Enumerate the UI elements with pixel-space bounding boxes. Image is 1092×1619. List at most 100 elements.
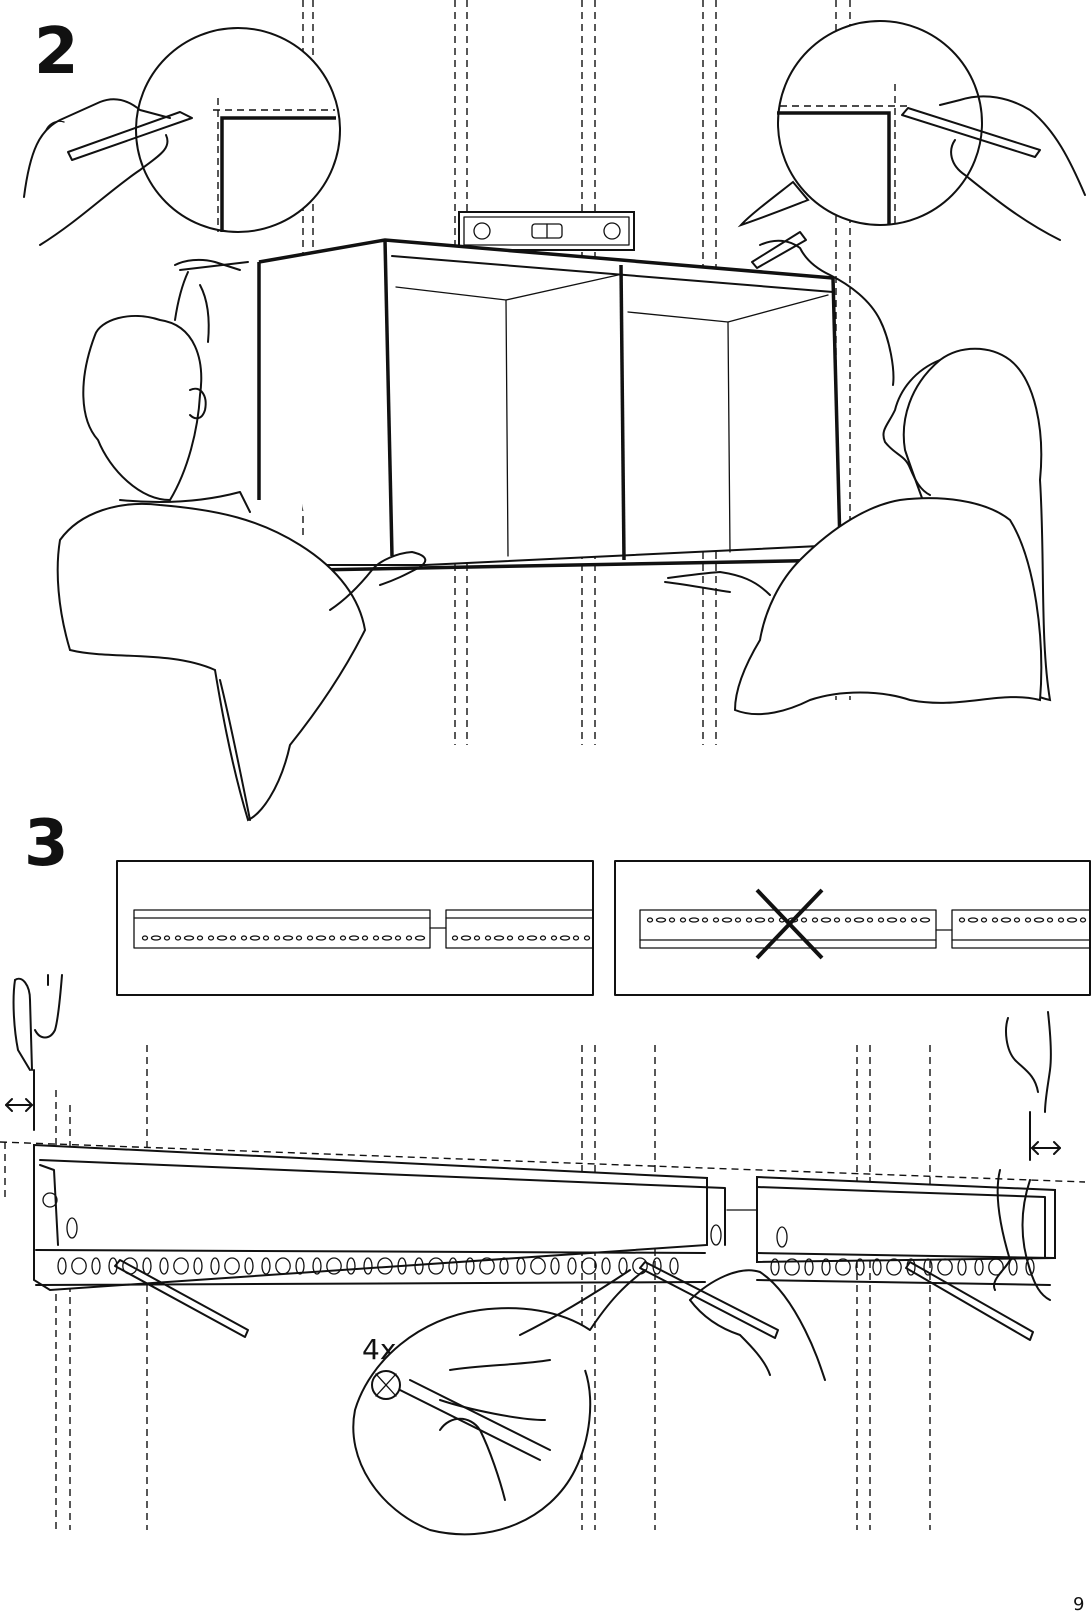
suspension-rail-left bbox=[34, 1145, 725, 1290]
rail-hole bbox=[868, 918, 873, 922]
rail-hole bbox=[475, 936, 480, 940]
rail-hole bbox=[747, 918, 752, 922]
rail-hole bbox=[982, 918, 987, 922]
rail-hole bbox=[901, 918, 906, 922]
rail-hole bbox=[519, 936, 524, 940]
rail-hole bbox=[582, 1258, 596, 1274]
rail-hole bbox=[1002, 918, 1011, 922]
rail-hole bbox=[670, 1258, 678, 1274]
wall-cabinet bbox=[259, 240, 840, 570]
rail-hole bbox=[1068, 918, 1077, 922]
rail-hole bbox=[938, 1259, 952, 1275]
rail-hole bbox=[176, 936, 181, 940]
right-detail-circle bbox=[741, 21, 1085, 240]
rail-hole bbox=[407, 936, 412, 940]
rail-hole bbox=[846, 918, 851, 922]
rail-hole bbox=[921, 918, 930, 922]
rail-hole bbox=[690, 918, 699, 922]
step-3-illustration bbox=[0, 861, 1090, 1534]
rail-hole bbox=[528, 936, 537, 940]
rail-hole bbox=[723, 918, 732, 922]
rail-hole bbox=[912, 918, 917, 922]
rail-hole bbox=[960, 918, 965, 922]
rail-hole bbox=[993, 918, 998, 922]
rail-hole bbox=[802, 918, 807, 922]
rail-hole bbox=[341, 936, 346, 940]
double-arrow-icon bbox=[1032, 1142, 1060, 1154]
rail-hole bbox=[813, 918, 818, 922]
rail-hole bbox=[1015, 918, 1020, 922]
rail-hole bbox=[486, 936, 491, 940]
rail-hole bbox=[835, 918, 840, 922]
rail-hole bbox=[958, 1259, 966, 1275]
rail-hole bbox=[756, 918, 765, 922]
rail-hole bbox=[500, 1258, 508, 1274]
rail-hole bbox=[416, 936, 425, 940]
rail-hole bbox=[769, 918, 774, 922]
rail-hole bbox=[363, 936, 368, 940]
rail-hole bbox=[969, 918, 978, 922]
rail-hole bbox=[453, 936, 458, 940]
rail-hole bbox=[681, 918, 686, 922]
rail-hole bbox=[585, 936, 590, 940]
rail-hole bbox=[251, 936, 260, 940]
hole-detail-circle bbox=[353, 1270, 645, 1534]
rail-hole bbox=[143, 936, 148, 940]
rail-hole bbox=[714, 918, 719, 922]
rail-hole bbox=[888, 918, 897, 922]
rail-hole bbox=[873, 1259, 881, 1275]
rail-hole bbox=[703, 918, 708, 922]
rail-hole bbox=[242, 936, 247, 940]
rail-hole bbox=[517, 1258, 525, 1274]
rail-hole bbox=[736, 918, 741, 922]
rail-hole bbox=[541, 936, 546, 940]
rail-hole bbox=[602, 1258, 610, 1274]
rail-hole bbox=[209, 936, 214, 940]
rail-hole bbox=[670, 918, 675, 922]
rail-holes bbox=[143, 936, 590, 940]
rail-hole bbox=[198, 936, 203, 940]
spirit-level-icon bbox=[459, 212, 634, 250]
suspension-rail-right bbox=[727, 1177, 1055, 1285]
rail-hole bbox=[330, 936, 335, 940]
left-detail-circle bbox=[24, 28, 340, 245]
pointing-hand-icon bbox=[14, 975, 62, 1130]
rail-hole bbox=[308, 936, 313, 940]
rail-hole bbox=[218, 936, 227, 940]
rail-hole bbox=[185, 936, 194, 940]
rail-hole bbox=[264, 936, 269, 940]
rail-hole bbox=[165, 936, 170, 940]
rail-hole bbox=[284, 936, 293, 940]
double-arrow-icon bbox=[6, 1099, 32, 1111]
rail-hole bbox=[350, 936, 359, 940]
rail-hole bbox=[551, 1258, 559, 1274]
rail-hole bbox=[383, 936, 392, 940]
rail-hole bbox=[1048, 918, 1053, 922]
rail-hole bbox=[531, 1258, 545, 1274]
rail-hole bbox=[152, 936, 161, 940]
rail-hole bbox=[822, 918, 831, 922]
rail-hole bbox=[1059, 918, 1064, 922]
rail-hole bbox=[1026, 918, 1031, 922]
rail-hole bbox=[297, 936, 302, 940]
rail-hole bbox=[275, 936, 280, 940]
rail-hole bbox=[374, 936, 379, 940]
incorrect-rail-panel bbox=[615, 861, 1090, 995]
rail-holes bbox=[648, 918, 1086, 922]
rail-hole bbox=[561, 936, 570, 940]
rail-hole bbox=[1035, 918, 1044, 922]
rail-hole bbox=[1081, 918, 1086, 922]
rail-hole bbox=[648, 918, 653, 922]
rail-hole bbox=[508, 936, 513, 940]
rail-hole bbox=[574, 936, 579, 940]
rail-hole bbox=[975, 1259, 983, 1275]
pointing-hand-icon bbox=[1006, 1012, 1051, 1160]
rail-hole bbox=[887, 1259, 901, 1275]
rail-hole bbox=[552, 936, 557, 940]
rail-hole bbox=[462, 936, 471, 940]
rail-hole bbox=[231, 936, 236, 940]
rail-hole bbox=[317, 936, 326, 940]
rail-hole bbox=[879, 918, 884, 922]
